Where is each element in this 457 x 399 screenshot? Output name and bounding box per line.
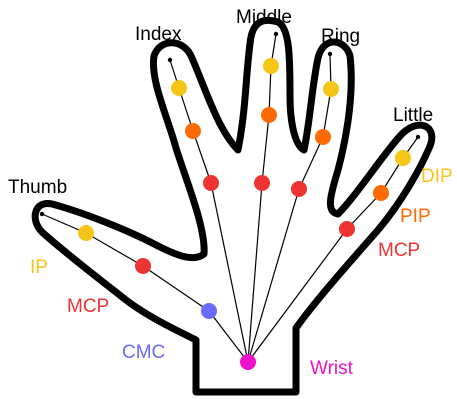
little-tip-point	[416, 135, 420, 139]
ring-tip-point	[328, 52, 332, 56]
thumb-bone-3	[143, 266, 209, 311]
ring-dip-point	[323, 81, 339, 97]
label-middle: Middle	[236, 7, 292, 28]
label-little: Little	[393, 105, 433, 126]
hand-outline	[35, 20, 432, 392]
label-thumb: Thumb	[8, 177, 67, 198]
ring-pip-point	[315, 129, 331, 145]
middle-tip-point	[274, 32, 278, 36]
keypoints	[40, 32, 420, 370]
middle-dip-point	[263, 58, 279, 74]
label-pip: PIP	[400, 206, 431, 227]
thumb-tip-point	[40, 212, 44, 216]
label-wrist: Wrist	[310, 358, 354, 379]
index-bone-to-wrist	[211, 183, 248, 362]
ring-mcp-point	[291, 181, 307, 197]
label-index: Index	[135, 24, 182, 45]
little-dip-point	[395, 150, 411, 166]
label-ip: IP	[30, 257, 48, 278]
wrist-point	[240, 354, 256, 370]
middle-bone-3	[262, 115, 269, 183]
ring-bone-to-wrist	[248, 189, 299, 362]
middle-mcp-point	[254, 175, 270, 191]
label-dip: DIP	[421, 166, 453, 187]
little-pip-point	[373, 185, 389, 201]
middle-pip-point	[261, 107, 277, 123]
thumb-dip-point	[78, 225, 94, 241]
index-dip-point	[171, 80, 187, 96]
thumb-mcp-point	[135, 258, 151, 274]
thumb-cmc-point	[201, 303, 217, 319]
index-tip-point	[168, 58, 172, 62]
label-mcp-little: MCP	[378, 240, 420, 261]
label-ring: Ring	[321, 26, 360, 47]
index-pip-point	[185, 123, 201, 139]
index-bone-3	[193, 131, 211, 183]
index-mcp-point	[203, 175, 219, 191]
middle-bone-to-wrist	[248, 183, 262, 362]
little-mcp-point	[339, 221, 355, 237]
label-mcp-thumb: MCP	[67, 296, 109, 317]
label-cmc: CMC	[122, 342, 165, 363]
